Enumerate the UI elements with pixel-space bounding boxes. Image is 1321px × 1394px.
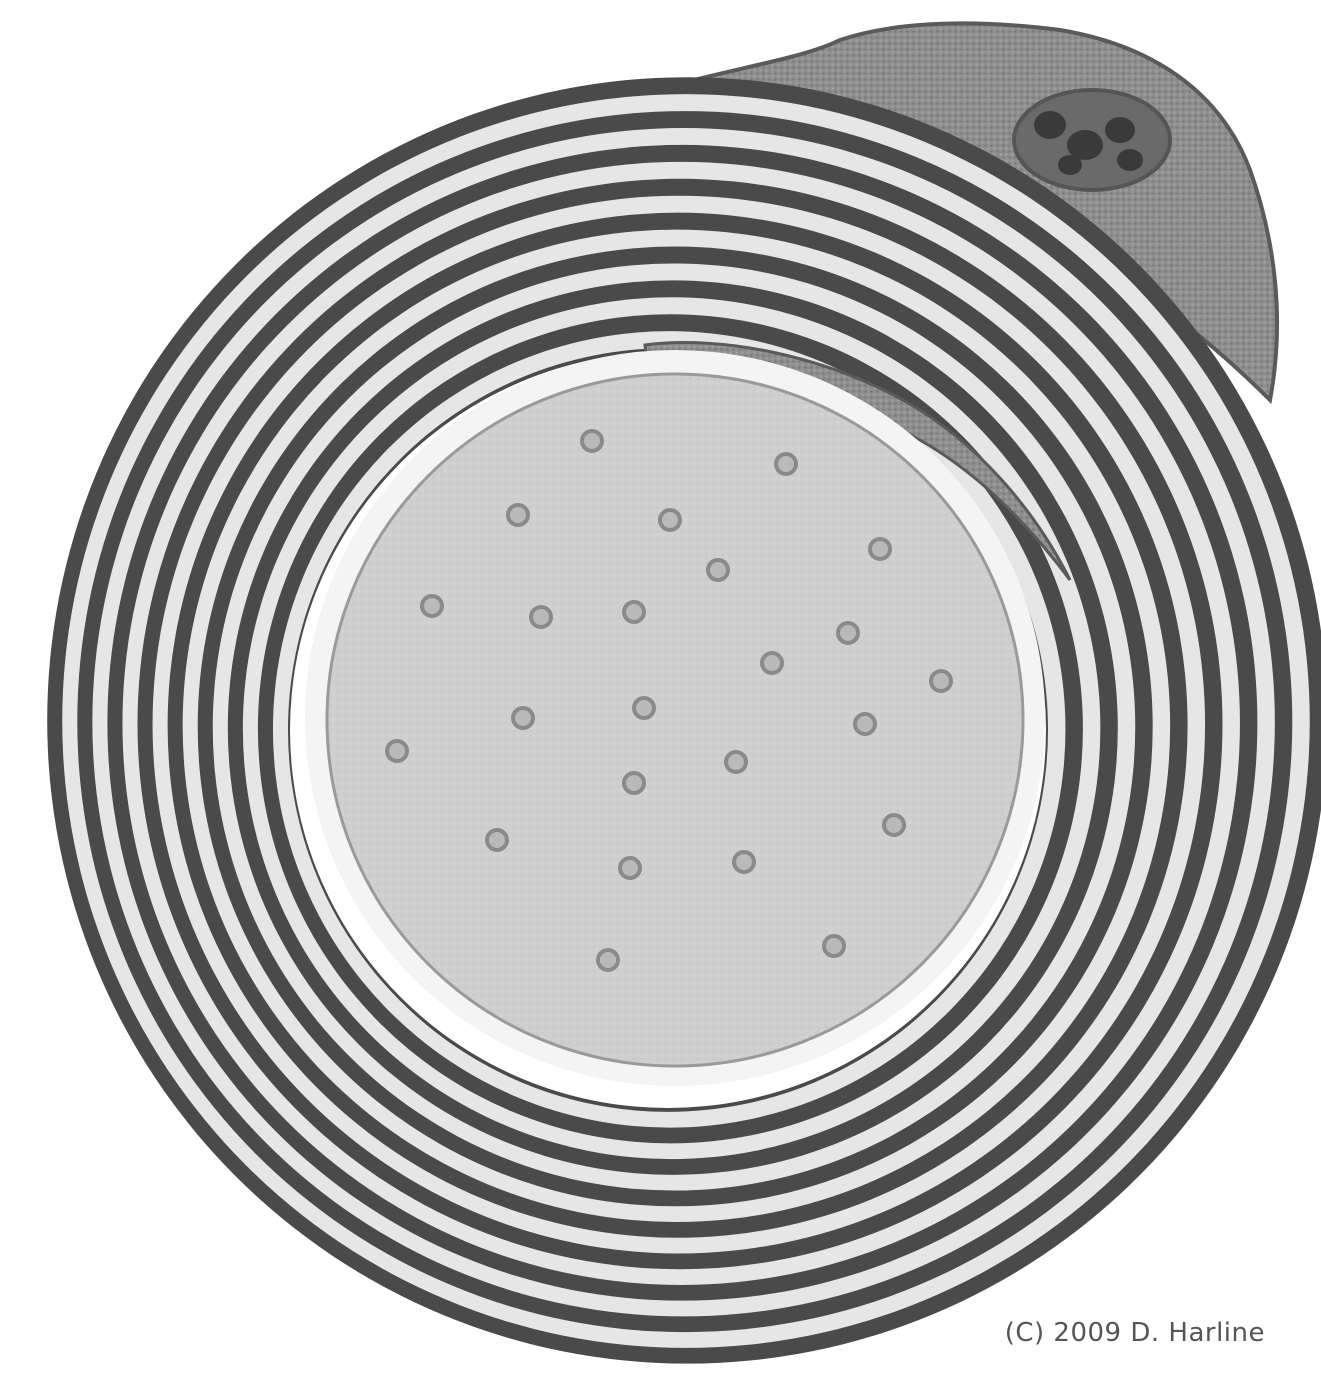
organelle [387, 741, 407, 761]
organelle [422, 596, 442, 616]
organelle [660, 510, 680, 530]
organelle [582, 431, 602, 451]
organelle [598, 950, 618, 970]
organelle [708, 560, 728, 580]
organelle [726, 752, 746, 772]
organelle [624, 602, 644, 622]
organelle [531, 607, 551, 627]
organelle [776, 454, 796, 474]
organelle [762, 653, 782, 673]
organelle [620, 858, 640, 878]
organelle [931, 671, 951, 691]
axoplasm [327, 374, 1023, 1066]
organelle [624, 773, 644, 793]
organelle [508, 505, 528, 525]
organelle [487, 830, 507, 850]
organelle [734, 852, 754, 872]
organelle [884, 815, 904, 835]
organelle [824, 936, 844, 956]
organelle [634, 698, 654, 718]
organelle [870, 539, 890, 559]
organelle [855, 714, 875, 734]
copyright-notice: (C) 2009 D. Harline [1005, 1318, 1265, 1348]
organelle [838, 623, 858, 643]
organelle [513, 708, 533, 728]
